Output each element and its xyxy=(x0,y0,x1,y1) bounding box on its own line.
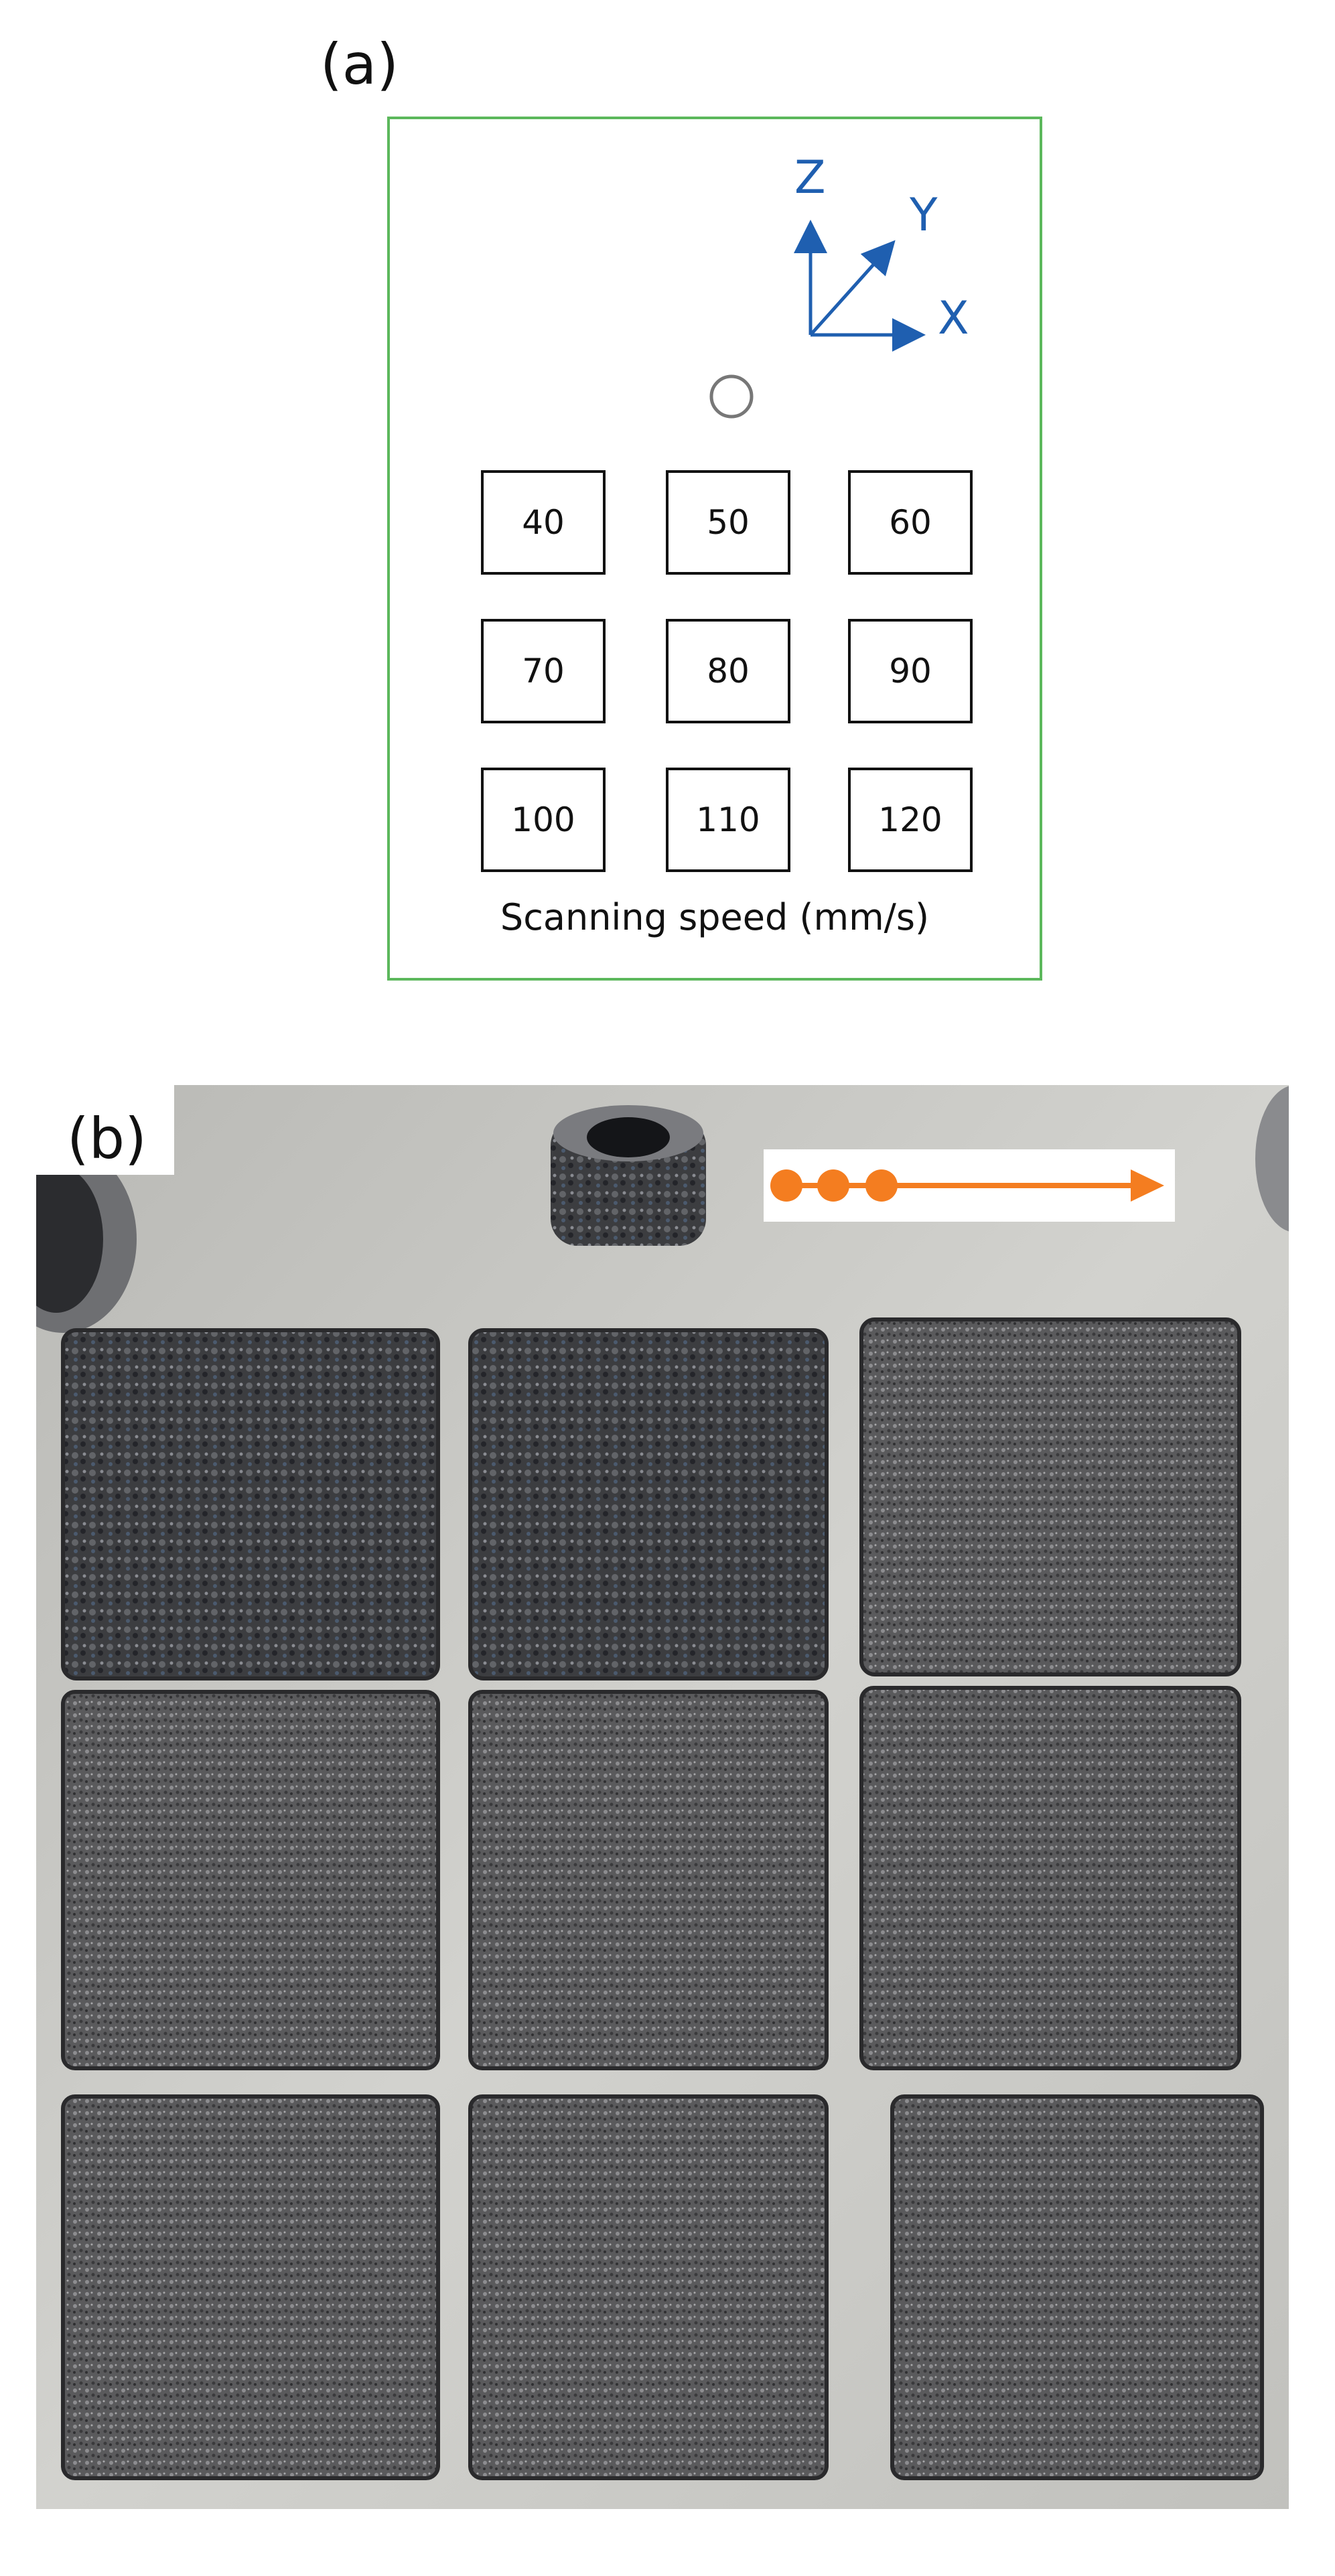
axis-label-z: Z xyxy=(794,151,826,204)
sample-70 xyxy=(61,1690,440,2070)
panel-a-layout-frame: Z Y X 40 50 60 70 80 90 100 110 120 xyxy=(387,117,1042,981)
sample-120 xyxy=(890,2094,1264,2480)
scan-direction-indicator xyxy=(764,1149,1175,1222)
speed-box: 110 xyxy=(666,768,790,872)
printed-samples-photo xyxy=(36,1085,1289,2509)
cylinder-sample xyxy=(551,1105,706,1246)
sample-60 xyxy=(859,1317,1241,1676)
speed-box: 40 xyxy=(481,470,606,575)
panel-a-label: (a) xyxy=(320,31,399,97)
speed-box: 90 xyxy=(848,619,973,723)
panel-b-label-box xyxy=(36,1085,174,1175)
speed-box: 50 xyxy=(666,470,790,575)
sample-80 xyxy=(468,1690,829,2070)
axis-label-y: Y xyxy=(910,189,938,242)
speed-box: 100 xyxy=(481,768,606,872)
sample-90 xyxy=(859,1686,1241,2070)
scanning-speed-caption: Scanning speed (mm/s) xyxy=(500,896,930,938)
xyz-axes-icon xyxy=(709,220,926,419)
build-hole-marker xyxy=(709,374,754,419)
sample-110 xyxy=(468,2094,829,2480)
scan-direction-arrow-icon xyxy=(770,1169,1164,1202)
sample-100 xyxy=(61,2094,440,2480)
speed-box: 80 xyxy=(666,619,790,723)
axis-label-x: X xyxy=(938,292,969,345)
sample-50 xyxy=(468,1328,829,1680)
panel-b-label: (b) xyxy=(67,1106,147,1171)
speed-box: 120 xyxy=(848,768,973,872)
sample-40 xyxy=(61,1328,440,1680)
speed-box: 70 xyxy=(481,619,606,723)
speed-box: 60 xyxy=(848,470,973,575)
